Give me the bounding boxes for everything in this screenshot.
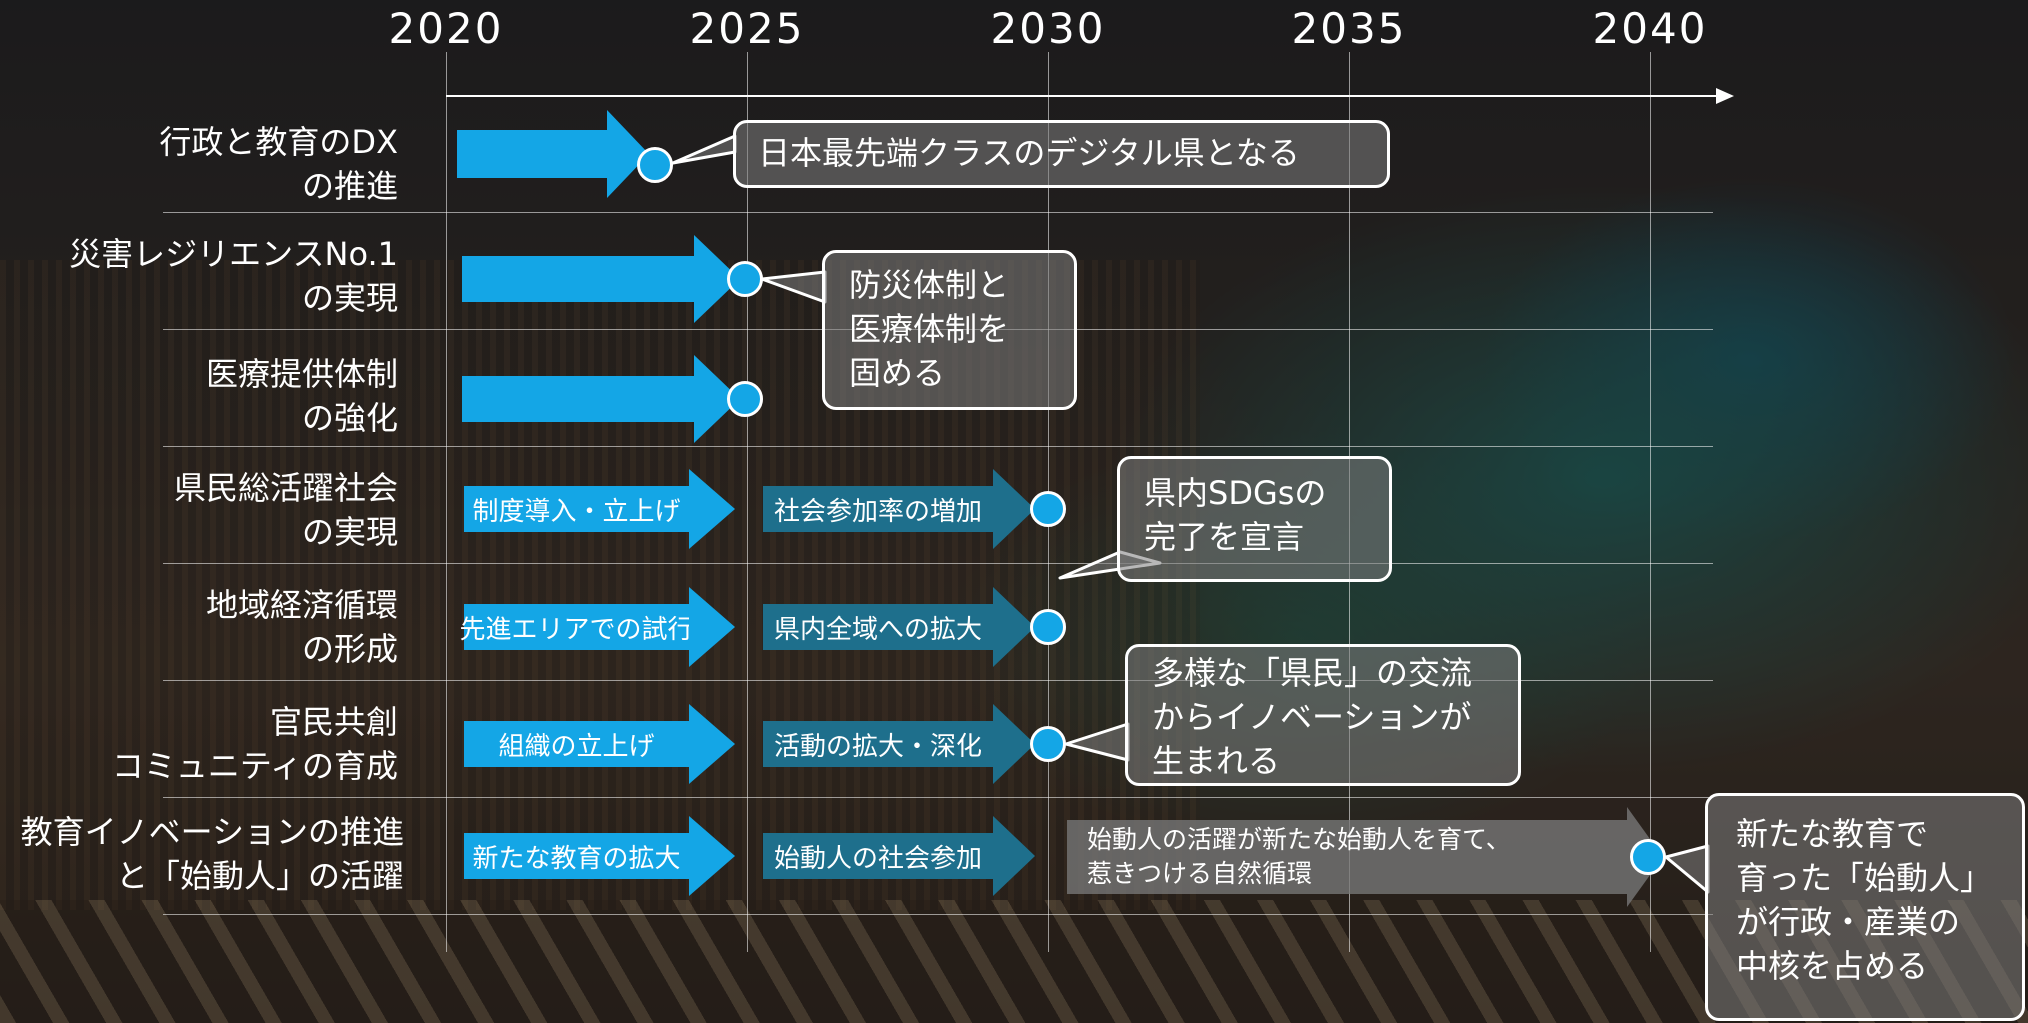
grid-line-2020: [446, 52, 447, 952]
row-divider: [163, 914, 1713, 915]
milestone-marker: [1030, 609, 1066, 645]
row-label-line: の強化: [301, 399, 398, 437]
callout-line: 生まれる: [1152, 742, 1281, 780]
callout-line: 多様な「県民」の交流: [1152, 654, 1473, 692]
phase-arrow: [462, 355, 740, 443]
callout-line: からイノベーションが: [1152, 698, 1472, 736]
grid-line-2040: [1650, 52, 1651, 952]
row-divider: [163, 563, 1713, 564]
milestone-marker: [1030, 726, 1066, 762]
callout-line: 日本最先端クラスのデジタル県となる: [758, 134, 1300, 172]
row-divider: [163, 797, 1713, 798]
phase-label-line: 惹きつける自然循環: [1087, 859, 1313, 888]
phase-arrow-1: 組織の立上げ: [464, 704, 735, 784]
row-label-line: の形成: [301, 630, 398, 668]
callout-line: 中核を占める: [1736, 947, 1929, 985]
grid-line-2025: [747, 52, 748, 952]
phase-arrow-1: 先進エリアでの試行: [460, 587, 735, 667]
row-label-economy: 地域経済循環 の形成: [206, 583, 398, 671]
callout-community-goal: 多様な「県民」の交流 からイノベーションが 生まれる: [1125, 644, 1521, 786]
phase-label: 県内全域への拡大: [763, 604, 993, 650]
callout-line: 防災体制と: [849, 266, 1010, 304]
callout-line: 育った「始動人」: [1736, 859, 1993, 897]
row-label-community: 官民共創 コミュニティの育成: [112, 700, 398, 788]
phase-arrow: [457, 110, 649, 198]
row-divider: [163, 446, 1713, 447]
callout-line: 新たな教育で: [1736, 815, 1929, 853]
row-label-education: 教育イノベーションの推進 と「始動人」の活躍: [21, 810, 404, 898]
row-label-line: 教育イノベーションの推進: [20, 813, 404, 851]
row-label-line: 災害レジリエンスNo.1: [69, 235, 398, 273]
time-axis: [446, 95, 1721, 97]
phase-label: 社会参加率の増加: [763, 486, 993, 532]
row-label-line: 行政と教育のDX: [159, 123, 398, 161]
year-label-2040: 2040: [1592, 4, 1708, 53]
row-label-line: 官民共創: [269, 703, 398, 741]
row-divider: [163, 680, 1713, 681]
callout-dx-goal: 日本最先端クラスのデジタル県となる: [733, 120, 1390, 188]
row-label-line: 医療提供体制: [205, 355, 398, 393]
year-label-2025: 2025: [689, 4, 805, 53]
phase-arrow: [462, 235, 740, 323]
row-label-dx: 行政と教育のDX の推進: [159, 120, 398, 208]
phase-arrow-3: 始動人の活躍が新たな始動人を育て、 惹きつける自然循環: [1067, 807, 1663, 907]
row-label-medical: 医療提供体制 の強化: [206, 352, 398, 440]
callout-line: 完了を宣言: [1144, 518, 1305, 556]
callout-education-goal: 新たな教育で 育った「始動人」 が行政・産業の 中核を占める: [1705, 793, 2025, 1021]
milestone-marker: [1030, 491, 1066, 527]
row-label-line: と「始動人」の活躍: [115, 857, 404, 895]
callout-line: 固める: [849, 354, 946, 392]
year-label-2020: 2020: [388, 4, 504, 53]
phase-label: 組織の立上げ: [464, 721, 689, 767]
milestone-marker: [637, 147, 673, 183]
row-label-line: の実現: [301, 279, 398, 317]
phase-label: 新たな教育の拡大: [464, 833, 689, 879]
row-label-disaster: 災害レジリエンスNo.1 の実現: [69, 232, 398, 320]
phase-arrow-2: 県内全域への拡大: [763, 587, 1035, 667]
phase-arrow-2: 活動の拡大・深化: [763, 704, 1035, 784]
phase-label: 制度導入・立上げ: [464, 486, 689, 532]
phase-label: 先進エリアでの試行: [460, 604, 694, 650]
callout-disaster-goal: 防災体制と 医療体制を 固める: [822, 250, 1077, 410]
phase-arrow-1: 制度導入・立上げ: [464, 469, 735, 549]
callout-line: が行政・産業の: [1736, 903, 1961, 941]
phase-label-group: 始動人の活躍が新たな始動人を育て、 惹きつける自然循環: [1067, 820, 1627, 894]
background-lattice: [0, 900, 2028, 1023]
row-divider: [163, 212, 1713, 213]
row-label-line: の実現: [301, 513, 398, 551]
time-axis-arrowhead: [1716, 88, 1734, 104]
row-label-participation: 県民総活躍社会 の実現: [174, 466, 398, 554]
phase-arrow-1: 新たな教育の拡大: [464, 816, 735, 896]
callout-line: 医療体制を: [849, 310, 1010, 348]
phase-label-line: 始動人の活躍が新たな始動人を育て、: [1087, 825, 1511, 854]
callout-sdgs-goal: 県内SDGsの 完了を宣言: [1117, 456, 1392, 582]
year-label-2035: 2035: [1291, 4, 1407, 53]
phase-label: 活動の拡大・深化: [763, 721, 993, 767]
year-label-2030: 2030: [990, 4, 1106, 53]
row-label-line: 県民総活躍社会: [173, 469, 398, 507]
row-label-line: コミュニティの育成: [111, 747, 398, 785]
phase-arrow-2: 社会参加率の増加: [763, 469, 1035, 549]
row-label-line: の推進: [301, 167, 398, 205]
phase-arrow-2: 始動人の社会参加: [763, 816, 1035, 896]
milestone-marker: [727, 381, 763, 417]
callout-line: 県内SDGsの: [1144, 474, 1327, 512]
phase-label: 始動人の社会参加: [763, 833, 993, 879]
row-label-line: 地域経済循環: [205, 586, 398, 624]
